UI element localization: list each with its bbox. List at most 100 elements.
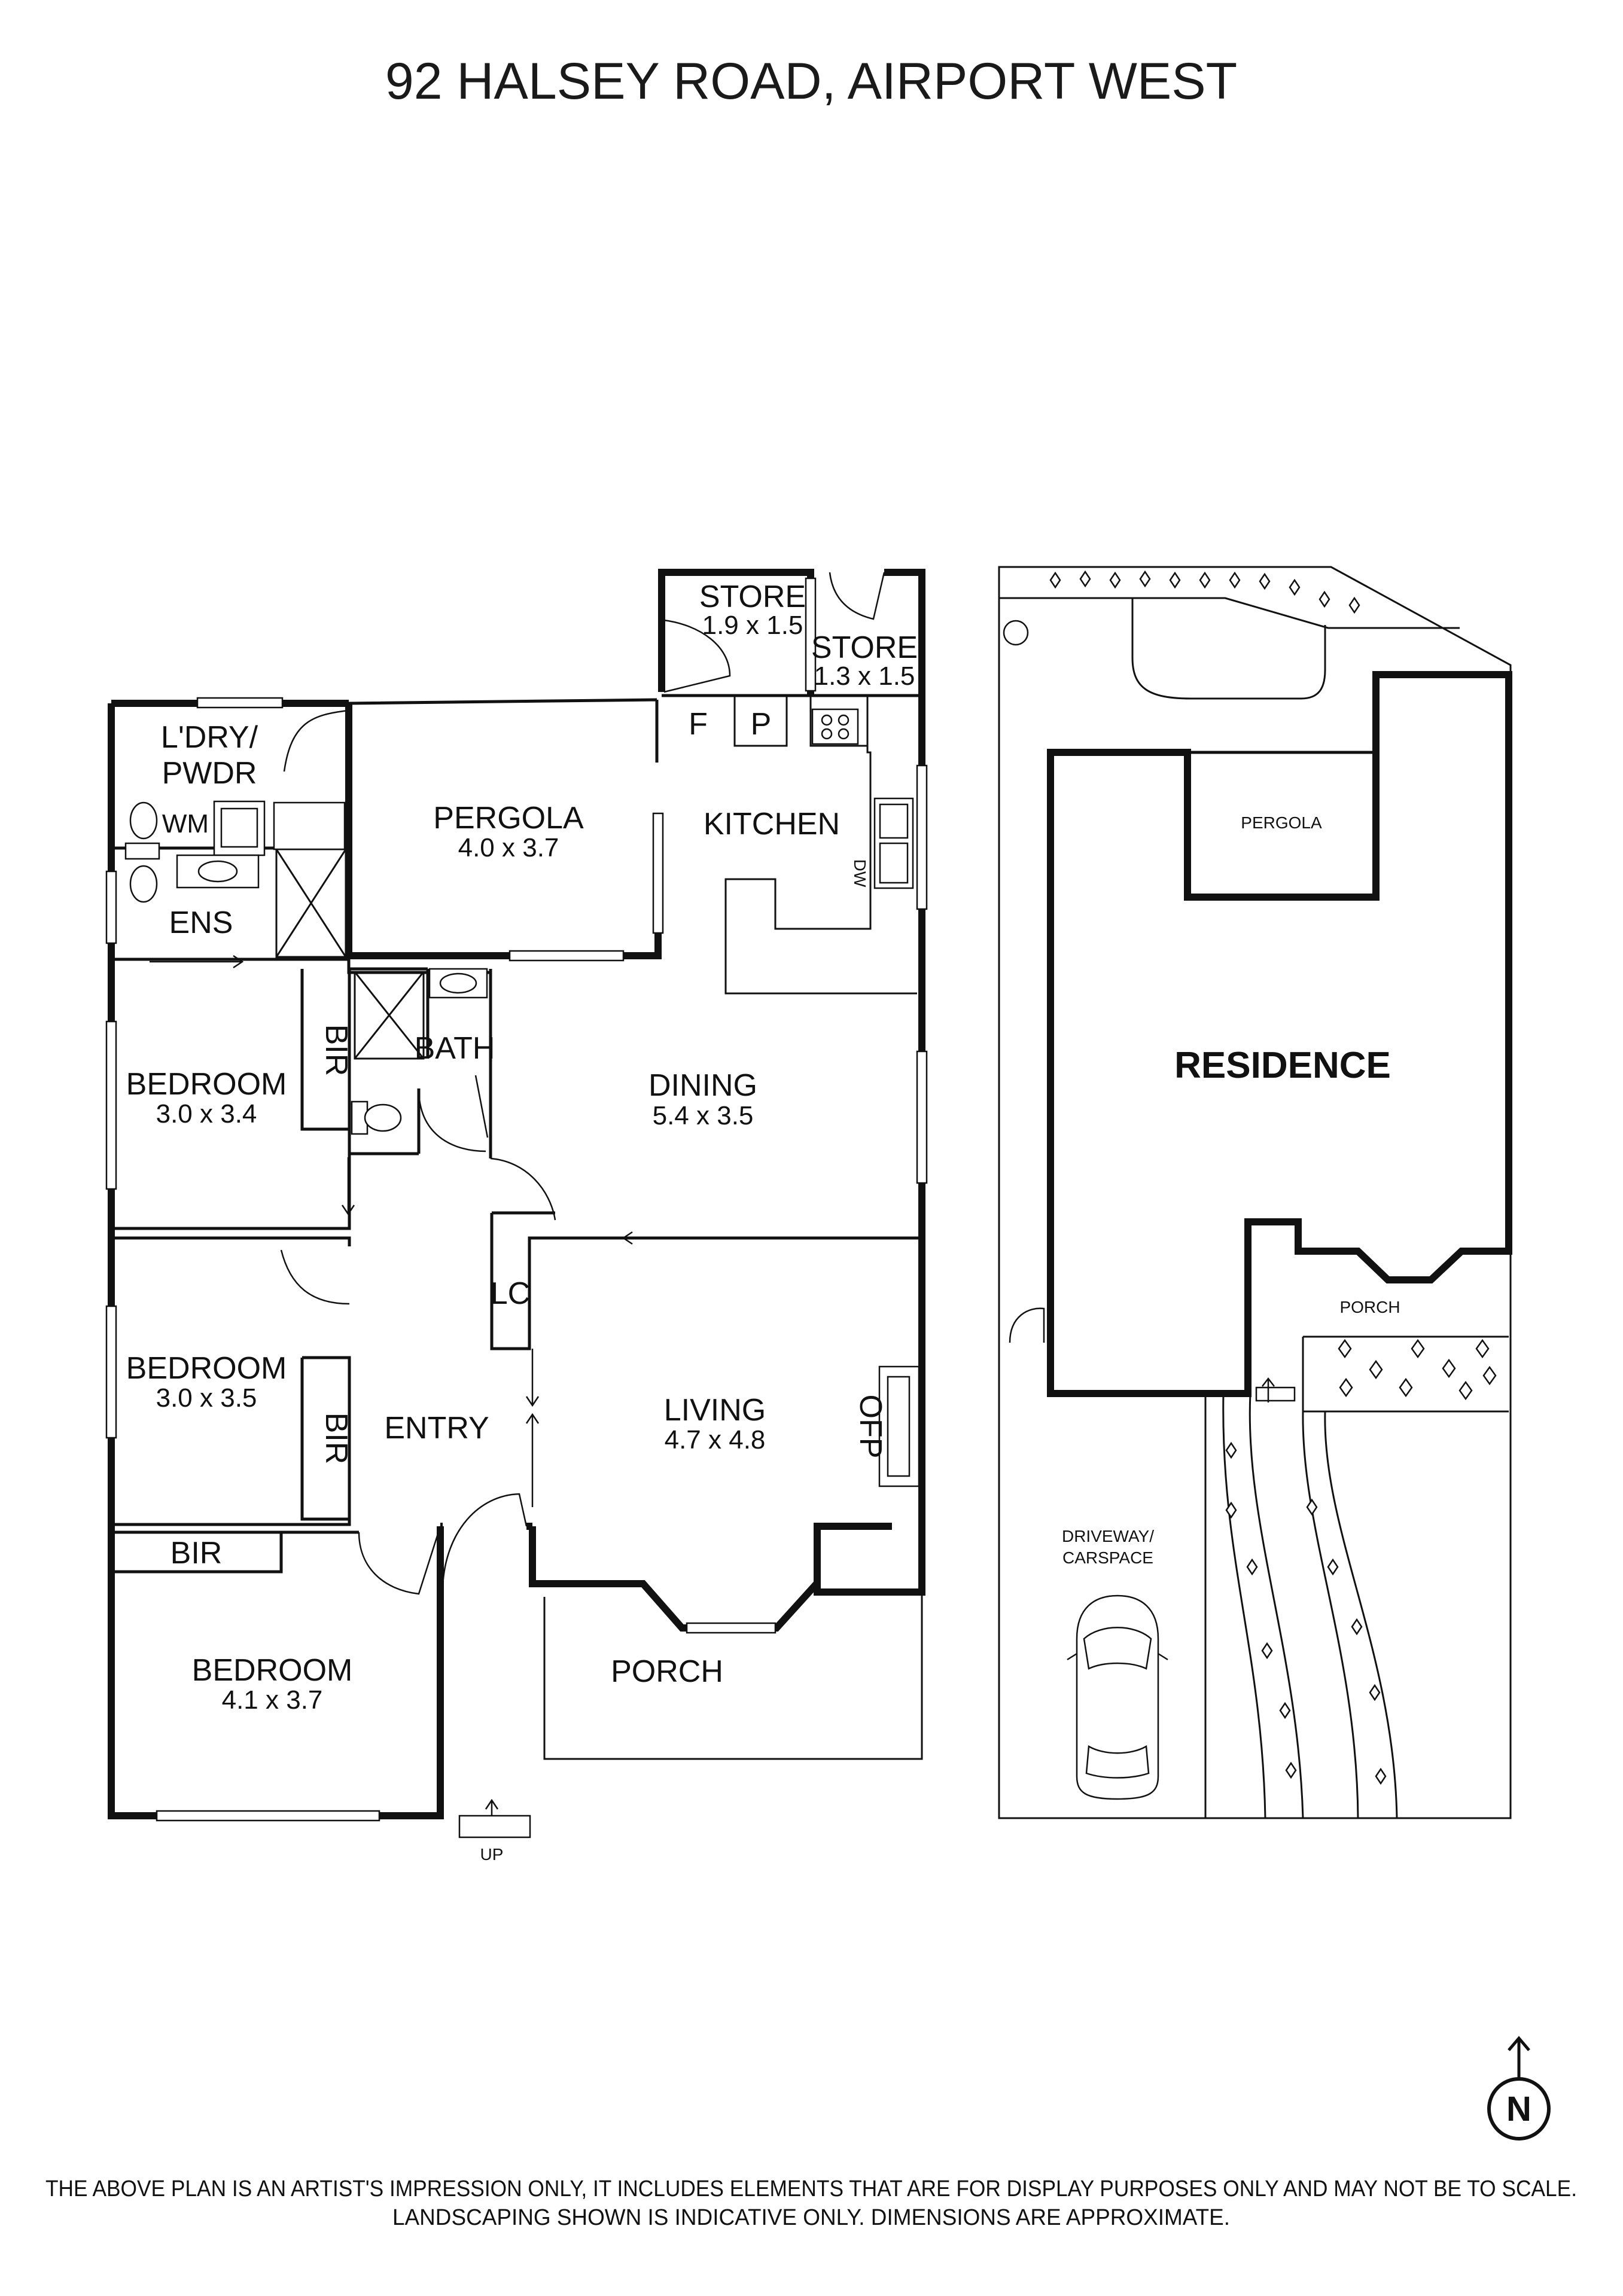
burner (821, 728, 833, 740)
residence-label: RESIDENCE (1174, 1045, 1391, 1086)
outer-wall-living-bay (529, 1526, 820, 1632)
disclaimer-line-1: THE ABOVE PLAN IS AN ARTIST'S IMPRESSION… (45, 2176, 1577, 2202)
dining-label: DINING (648, 1068, 757, 1103)
north-arrow-icon (1508, 2036, 1530, 2079)
toilet (364, 1103, 402, 1132)
store-label: STORE (811, 630, 918, 665)
bath-walls (348, 967, 430, 1155)
path-strip (1302, 1411, 1398, 1819)
tree-icon (1003, 620, 1029, 646)
window (196, 697, 284, 709)
store-dims: 1.9 x 1.5 (702, 611, 803, 640)
door-swing (829, 572, 885, 620)
burner (838, 728, 849, 740)
cooktop (811, 708, 859, 745)
bir-label: BIR (319, 1024, 354, 1077)
bedroom-dims: 4.1 x 3.7 (222, 1685, 323, 1715)
fireplace-label: OFP (853, 1395, 888, 1459)
entry-label: ENTRY (384, 1411, 489, 1446)
page-title: 92 HALSEY ROAD, AIRPORT WEST (385, 53, 1237, 110)
laundry-label: L'DRY/ (161, 720, 258, 755)
living-label: LIVING (664, 1393, 766, 1428)
bedroom-label: BEDROOM (126, 1067, 287, 1102)
door-swing (1009, 1307, 1045, 1343)
door-swing (418, 1088, 486, 1152)
arrow (150, 955, 244, 969)
window (105, 870, 117, 944)
linen-cupboard-label: LC (491, 1276, 530, 1311)
kitchen-label: KITCHEN (704, 807, 840, 841)
residence-outline (1047, 671, 1512, 1397)
store-dims: 1.3 x 1.5 (814, 661, 915, 691)
bed3-bir (109, 1530, 359, 1574)
fridge-label: F (689, 707, 708, 742)
path-strip (1222, 1393, 1304, 1819)
door-swing (663, 619, 731, 693)
laundry-bench (273, 801, 346, 850)
arrow (525, 1349, 540, 1507)
window (105, 1020, 117, 1190)
kitchen-sink-bowl (879, 803, 909, 839)
driveway-label: CARSPACE (1062, 1548, 1153, 1567)
garden-bed (999, 597, 1460, 629)
house-floor-plan: STORE 1.9 x 1.5 STORE 1.3 x 1.5 L'DRY/ P… (105, 569, 928, 1864)
pergola-label: PERGOLA (433, 801, 584, 836)
compass-n-label: N (1506, 2090, 1531, 2129)
site-pergola-label: PERGOLA (1241, 813, 1322, 832)
dishwasher-label: DW (851, 859, 869, 888)
basin (439, 972, 477, 994)
dining-living-divider (490, 1213, 920, 1350)
window (156, 1810, 380, 1822)
pergola-wall-north (348, 698, 659, 763)
shrub-icons (1049, 570, 1497, 1785)
entry-step (458, 1815, 531, 1838)
bedroom-label: BEDROOM (192, 1653, 353, 1688)
ensuite-label: ENS (169, 905, 233, 940)
living-dims: 4.7 x 4.8 (665, 1425, 766, 1455)
pantry-label: P (751, 707, 772, 742)
wm-label: WM (162, 809, 209, 838)
door-swing (474, 1075, 489, 1138)
arrow (622, 1231, 688, 1245)
porch-label: PORCH (611, 1654, 723, 1689)
store-label: STORE (699, 580, 806, 614)
toilet (129, 801, 158, 840)
bath-label: BATH (415, 1031, 495, 1066)
toilet (129, 865, 158, 903)
window (105, 1305, 117, 1439)
bedroom-dims: 3.0 x 3.5 (156, 1383, 257, 1413)
window (652, 812, 664, 934)
toilet-cistern (124, 842, 160, 860)
kitchen-sink-drainer (879, 842, 909, 884)
arrow (1262, 1377, 1275, 1402)
door-swing (490, 1157, 556, 1221)
window (916, 1050, 928, 1184)
bir-label: BIR (170, 1536, 223, 1571)
fireplace-hearth (887, 1376, 911, 1477)
bedroom-label: BEDROOM (126, 1351, 287, 1386)
pergola-porch-wall (543, 1592, 923, 1760)
burner (821, 714, 833, 726)
up-label: UP (480, 1845, 504, 1864)
pergola-dims: 4.0 x 3.7 (458, 833, 559, 862)
door-swing (280, 1249, 350, 1305)
ens-shower (275, 848, 347, 958)
dining-partition (489, 969, 555, 1215)
trough-bowl (220, 807, 258, 848)
disclaimer-line-2: LANDSCAPING SHOWN IS INDICATIVE ONLY. DI… (392, 2205, 1230, 2230)
door-swing (441, 1493, 528, 1587)
outer-wall-store-east (814, 569, 925, 1596)
garden-bed (1131, 598, 1326, 700)
car-icon (1067, 1594, 1168, 1800)
compass: N (1487, 2036, 1551, 2141)
arrow (341, 1157, 355, 1216)
bir-label: BIR (319, 1413, 354, 1465)
door-swing (283, 709, 349, 772)
window (916, 764, 928, 910)
basin (197, 860, 238, 883)
laundry-label: PWDR (162, 756, 257, 791)
dining-dims: 5.4 x 3.5 (653, 1101, 754, 1130)
window (508, 950, 625, 962)
kitchen-bench (724, 696, 917, 995)
